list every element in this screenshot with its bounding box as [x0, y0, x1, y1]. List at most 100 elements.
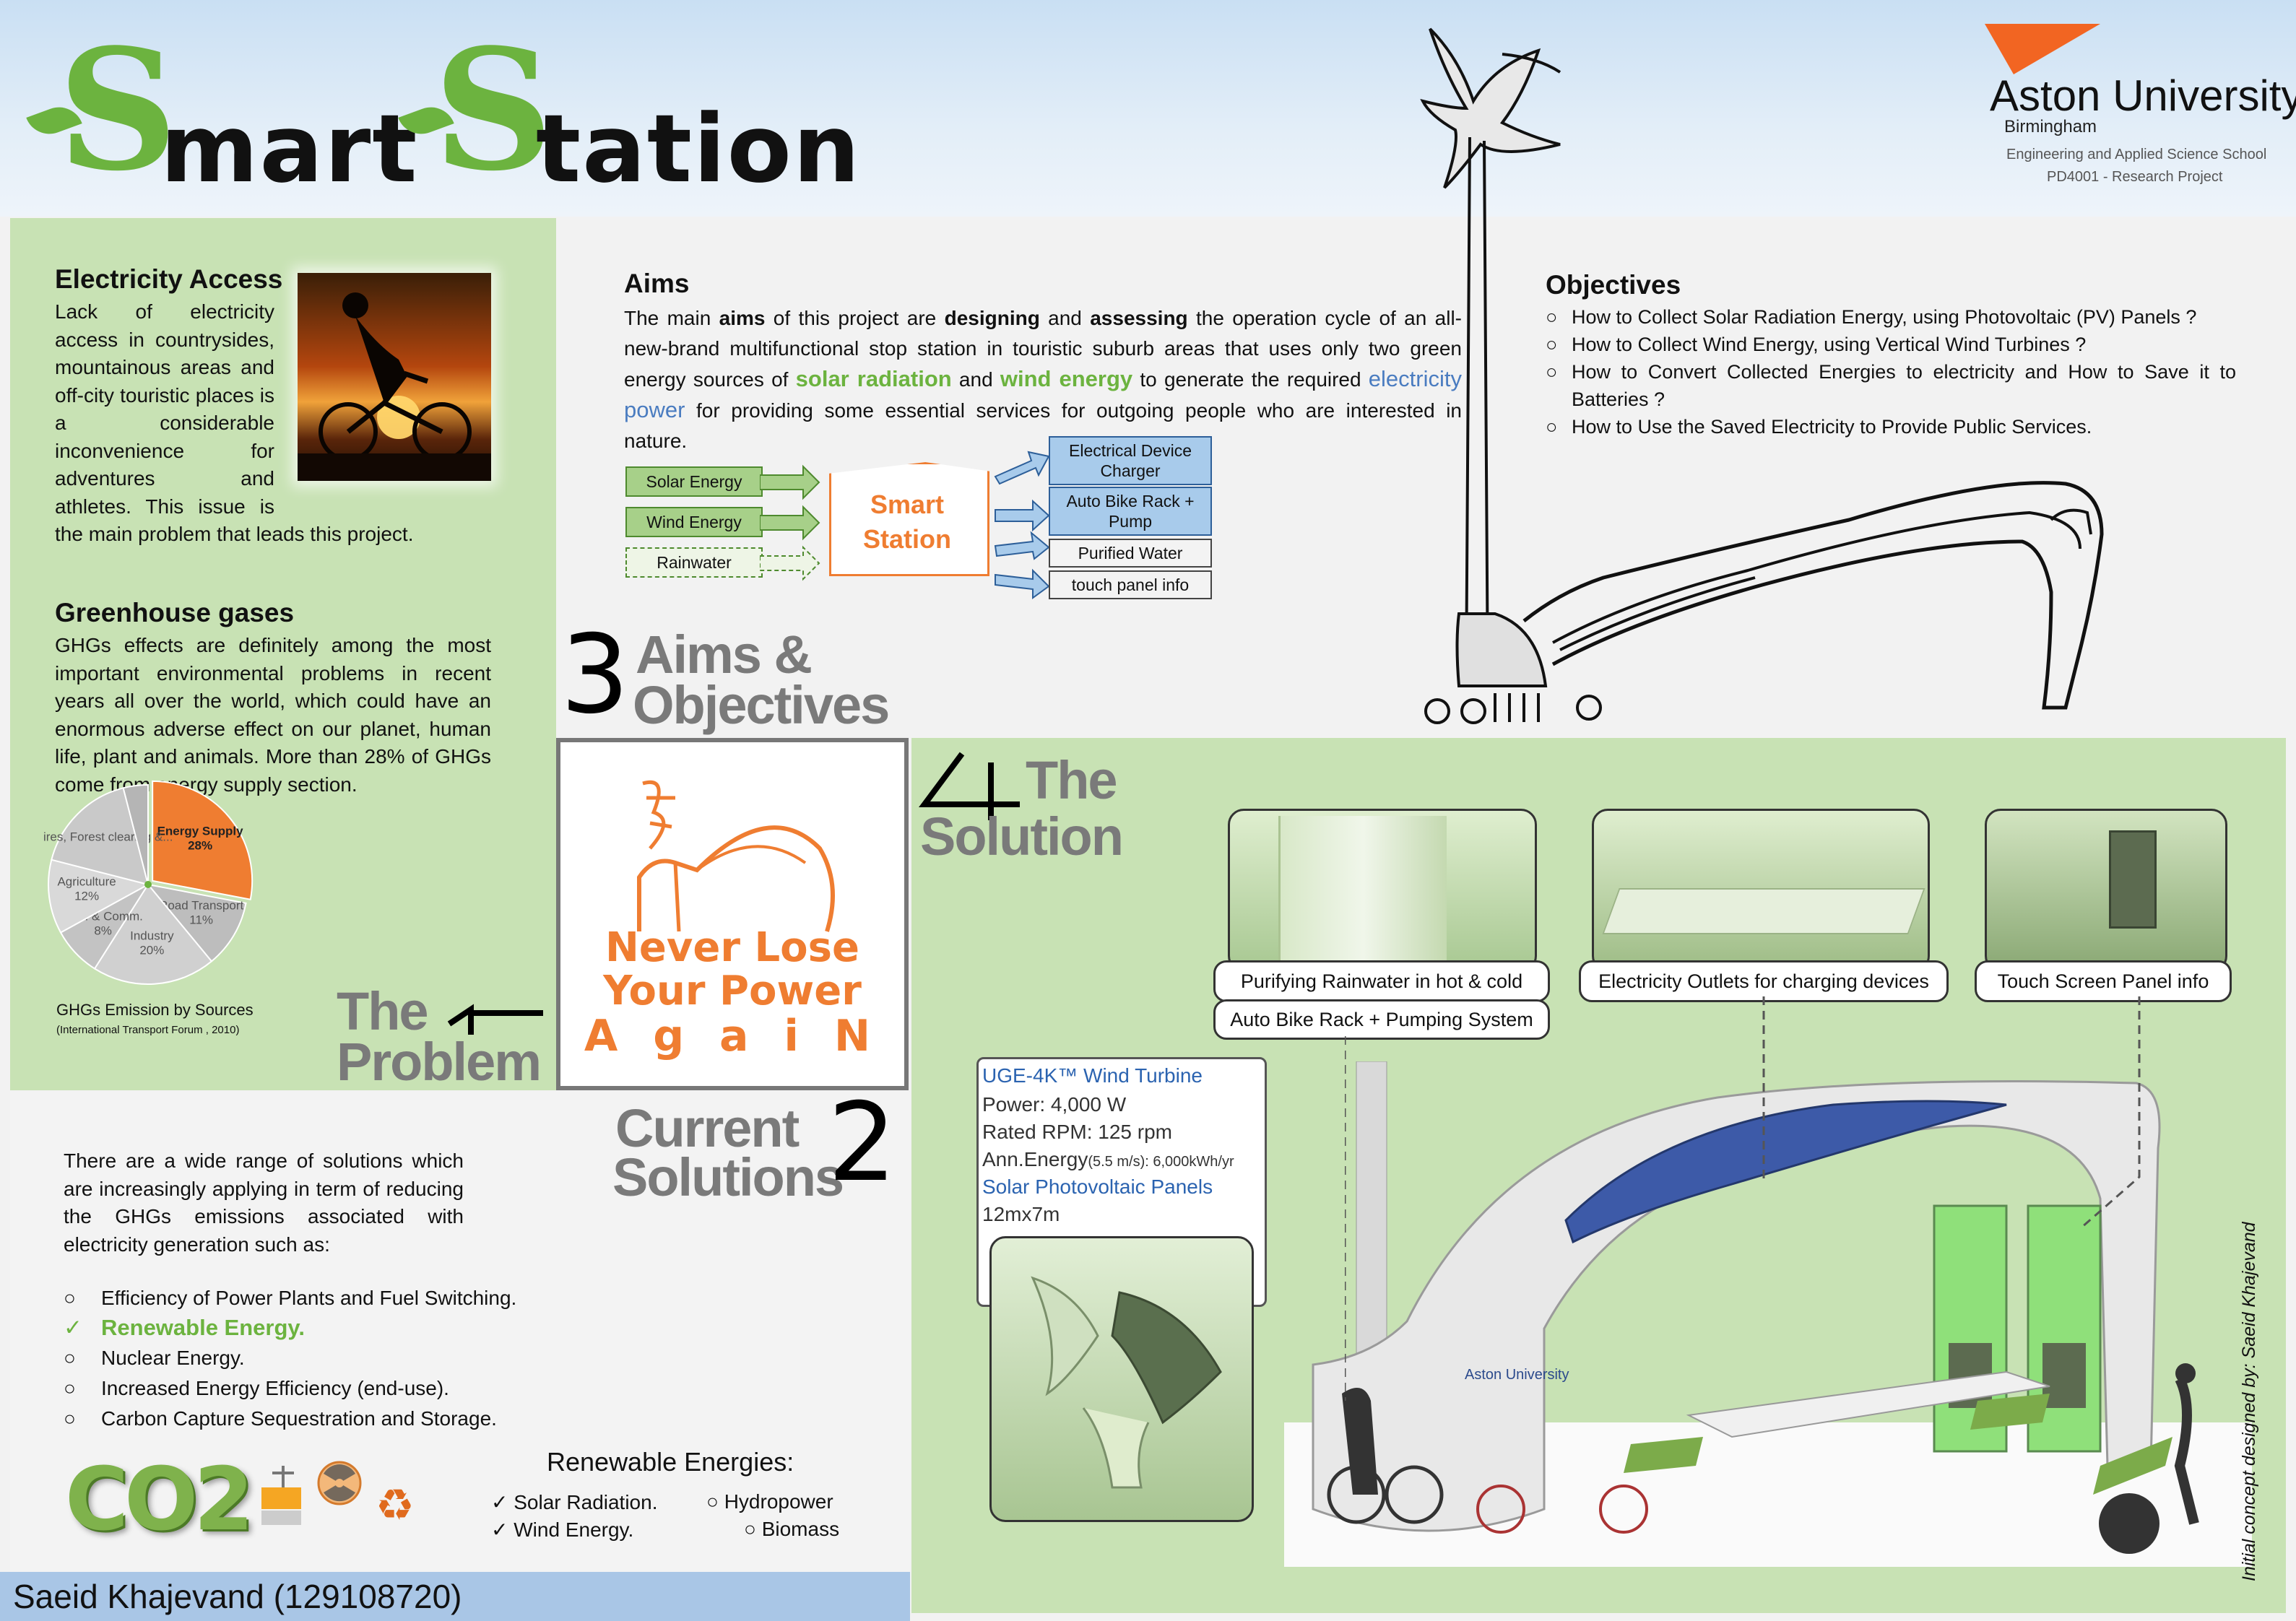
objective-text: How to Use the Saved Electricity to Prov… — [1572, 416, 2092, 438]
circle-bullet-icon: ○ — [1546, 334, 1558, 355]
pie-slice — [146, 883, 247, 962]
co2-grass-graphic: CO2 — [65, 1450, 254, 1550]
circle-bullet-icon: ○ — [744, 1518, 762, 1540]
objective-text: How to Convert Collected Energies to ele… — [1572, 361, 2236, 410]
university-city: Birmingham — [2004, 117, 2097, 136]
title-letter-s1: S — [58, 13, 178, 208]
author-name: Saeid Khajevand (129108720) — [13, 1578, 462, 1615]
university-name: Aston University — [1990, 71, 2296, 120]
aims-text-7: for providing some essential services fo… — [624, 399, 1462, 452]
pie-slice — [152, 780, 254, 900]
flow-output-arrows — [994, 451, 1050, 599]
objective-text: How to Collect Wind Energy, using Vertic… — [1572, 334, 2087, 355]
flow-output-charger: Electrical Device Charger — [1049, 436, 1212, 485]
objective-item: ○ How to Collect Wind Energy, using Verti… — [1546, 331, 2236, 358]
logo-line-1: Never Lose — [605, 924, 859, 971]
pie-slice — [48, 859, 150, 934]
aims-text-3: and — [1039, 307, 1091, 329]
footer-bar — [0, 1572, 910, 1621]
station-brand-text: Aston University — [1465, 1367, 1569, 1383]
flow-center-line2: Station — [863, 524, 951, 554]
pie-chart-title: GHGs Emission by Sources — [56, 1001, 254, 1019]
electricity-access-text: Lack of electricity access in countrysid… — [55, 300, 414, 545]
station-sketch-icon — [637, 781, 835, 932]
objective-item: ○How to Convert Collected Energies to el… — [1546, 358, 2236, 413]
flow-input-rainwater: Rainwater — [625, 547, 763, 578]
section-number-2: 2 — [828, 1080, 897, 1206]
spec-energy-detail: (5.5 m/s): 6,000kWh/yr — [1088, 1154, 1234, 1170]
course-name: PD4001 - Research Project — [2047, 169, 2223, 185]
electricity-access-text-b — [55, 298, 491, 551]
objective-item: ○How to Use the Saved Electricity to Pro… — [1546, 413, 2236, 440]
circle-bullet-icon: ○ — [64, 1377, 76, 1399]
section-number-4 — [919, 752, 1020, 820]
wind-turbine-icon — [261, 1466, 301, 1525]
objectives-list: ○ How to Collect Solar Radiation Energy, … — [1546, 303, 2236, 440]
aston-logo-icon — [1985, 24, 2100, 74]
circle-bullet-icon: ○ — [64, 1407, 76, 1430]
aims-text-4: the operation cycle of an all-new-brand … — [624, 307, 1463, 391]
pie-slice-value: 28% — [188, 838, 212, 852]
objective-text: How to Collect Solar Radiation Energy, u… — [1572, 306, 2197, 328]
spec-power: Power: 4,000 W — [982, 1093, 1127, 1116]
flow-input-arrows — [760, 464, 820, 581]
circle-bullet-icon: ○ — [1546, 306, 1558, 328]
pie-slice-label: Road Transport — [159, 899, 243, 913]
title-letter-s2: S — [433, 13, 554, 208]
flow-output-water: Purified Water — [1049, 539, 1212, 568]
renewable-hydro-text: Hydropower — [724, 1490, 833, 1513]
pie-slice-value: 12% — [74, 890, 99, 903]
problem-label-problem: Problem — [337, 1032, 542, 1092]
flow-input-solar: Solar Energy — [625, 466, 763, 497]
renewable-wind: ✓ Wind Energy. — [491, 1518, 633, 1542]
aims-label-objectives: Objectives — [633, 675, 890, 735]
aims-text-2: of this project are — [765, 307, 945, 329]
current-label-current: Current — [615, 1098, 800, 1158]
header-banner — [0, 0, 2296, 217]
current-solution-text: Renewable Energy. — [101, 1315, 305, 1340]
current-label-solutions: Solutions — [612, 1147, 844, 1207]
callout-lines — [1345, 996, 2141, 1401]
outlet-bench-image — [1602, 888, 1925, 934]
circle-bullet-icon: ○ — [64, 1347, 76, 1369]
pie-slice-value: 20% — [139, 943, 164, 957]
smart-station-render: Aston University — [1284, 1061, 2252, 1567]
water-station-image — [1278, 816, 1447, 968]
feature-label-water: Purifying Rainwater in hot & cold — [1213, 960, 1550, 1002]
logo-line-2: Your Power — [603, 968, 862, 1014]
aims-text-b2: designing — [944, 307, 1040, 329]
circle-bullet-icon: ○ — [64, 1287, 76, 1309]
aims-text-6: to generate the required — [1132, 368, 1369, 391]
aims-label-aims: Aims & — [636, 625, 813, 685]
aims-text-solar: solar radiation — [795, 366, 952, 391]
renewable-biomass: ○ Biomass — [744, 1518, 839, 1541]
current-solution-item: ○Carbon Capture Sequestration and Storag… — [64, 1404, 569, 1434]
school-name: Engineering and Applied Science School — [2006, 147, 2267, 162]
feature-label-touch: Touch Screen Panel info — [1975, 960, 2232, 1002]
aims-text-b3: assessing — [1090, 307, 1188, 329]
aims-text-b1: aims — [719, 307, 766, 329]
radiation-icon — [317, 1461, 362, 1505]
spec-size: 12mx7m — [982, 1203, 1060, 1225]
renewable-biomass-text: Biomass — [761, 1518, 840, 1540]
current-solution-item: ○Increased Energy Efficiency (end-use). — [64, 1373, 569, 1404]
feature-label-bike-rack: Auto Bike Rack + Pumping System — [1213, 999, 1550, 1040]
pie-slice-label: Agriculture — [57, 875, 116, 889]
current-solution-text: Nuclear Energy. — [101, 1347, 245, 1369]
pie-center-dot — [144, 881, 152, 888]
solution-label-solution: Solution — [920, 807, 1124, 866]
aims-text-wind: wind energy — [1000, 366, 1133, 391]
spec-rpm: Rated RPM: 125 rpm — [982, 1121, 1172, 1143]
flow-input-wind: Wind Energy — [625, 507, 763, 537]
pie-slice — [51, 787, 150, 886]
station-sketch-drawing — [1420, 27, 2104, 724]
pie-slice-label: Industry — [130, 929, 174, 942]
aims-text-electricity: electricity power — [624, 366, 1462, 422]
current-intro: There are a wide range of solutions whic… — [64, 1150, 464, 1256]
check-icon: ✓ — [491, 1518, 514, 1541]
feature-label-outlets: Electricity Outlets for charging devices — [1579, 960, 1949, 1002]
feature-card-touch — [1985, 809, 2227, 972]
solution-label-the: The — [1026, 750, 1118, 810]
electricity-access-text-a: Lack of electricity access in countrysid… — [55, 298, 491, 549]
